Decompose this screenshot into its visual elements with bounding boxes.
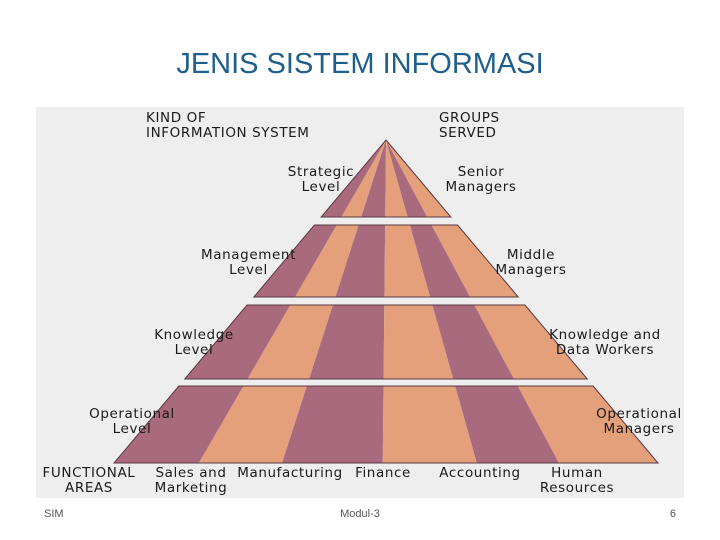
- pyramid-tier-operational: [112, 385, 660, 464]
- functional-area-sales-marketing: Sales and Marketing: [154, 465, 228, 496]
- pyramid-tier-management: [252, 224, 520, 298]
- pyramid-stripe: [474, 305, 588, 379]
- footer-page-number: 6: [669, 508, 676, 520]
- pyramid-stripe: [309, 305, 385, 379]
- pyramid-stripe: [386, 140, 428, 217]
- pyramid-stripe: [517, 386, 658, 463]
- pyramid-stripe: [361, 140, 386, 217]
- pyramid-stripe: [335, 225, 386, 297]
- pyramid-tier-knowledge: [183, 304, 589, 380]
- functional-areas-label: FUNCTIONAL AREAS: [42, 465, 136, 496]
- pyramid-stripe: [184, 305, 291, 379]
- pyramid-stripe: [383, 305, 454, 379]
- group-label-middle-managers: Middle Managers: [495, 247, 567, 278]
- header-groups-served: GROUPS SERVED: [439, 110, 500, 141]
- pyramid-graphic: [112, 139, 660, 464]
- pyramid-stripe: [382, 386, 477, 463]
- footer-center: Modul-3: [340, 508, 380, 520]
- pyramid-tier-outline: [252, 224, 520, 298]
- pyramid-stripe: [282, 386, 384, 463]
- pyramid-stripe: [432, 305, 515, 379]
- pyramid-stripe: [431, 225, 519, 297]
- functional-area-accounting: Accounting: [439, 465, 521, 481]
- pyramid-stripe: [385, 140, 408, 217]
- functional-area-human-resources: Human Resources: [539, 465, 615, 496]
- pyramid-tier-outline: [112, 385, 660, 464]
- pyramid-stripe: [253, 225, 337, 297]
- pyramid-stripe: [198, 386, 307, 463]
- footer-left: SIM: [44, 508, 64, 520]
- pyramid-tier-outline: [183, 304, 589, 380]
- functional-area-finance: Finance: [355, 465, 411, 481]
- pyramid-stripe: [247, 305, 333, 379]
- group-label-operational-managers: Operational Managers: [596, 406, 682, 437]
- slide-title: JENIS SISTEM INFORMASI: [176, 48, 544, 80]
- level-label-management: Management Level: [201, 247, 296, 278]
- pyramid-diagram: KIND OF INFORMATION SYSTEM GROUPS SERVED…: [36, 107, 684, 498]
- pyramid-stripe: [409, 225, 471, 297]
- functional-area-manufacturing: Manufacturing: [237, 465, 343, 481]
- pyramid-stripe: [455, 386, 559, 463]
- header-kind-of-system: KIND OF INFORMATION SYSTEM: [146, 110, 310, 141]
- pyramid-tier-outline: [320, 139, 452, 218]
- pyramid-stripe: [341, 140, 386, 217]
- level-label-knowledge: Knowledge Level: [154, 327, 234, 358]
- level-label-operational: Operational Level: [89, 406, 175, 437]
- pyramid-stripe: [384, 225, 431, 297]
- pyramid-stripe: [295, 225, 359, 297]
- pyramid-tier-strategic: [320, 139, 452, 218]
- group-label-senior-managers: Senior Managers: [445, 164, 517, 195]
- pyramid-stripe: [114, 386, 244, 463]
- level-label-strategic: Strategic Level: [287, 164, 355, 195]
- group-label-knowledge-data-workers: Knowledge and Data Workers: [549, 327, 661, 358]
